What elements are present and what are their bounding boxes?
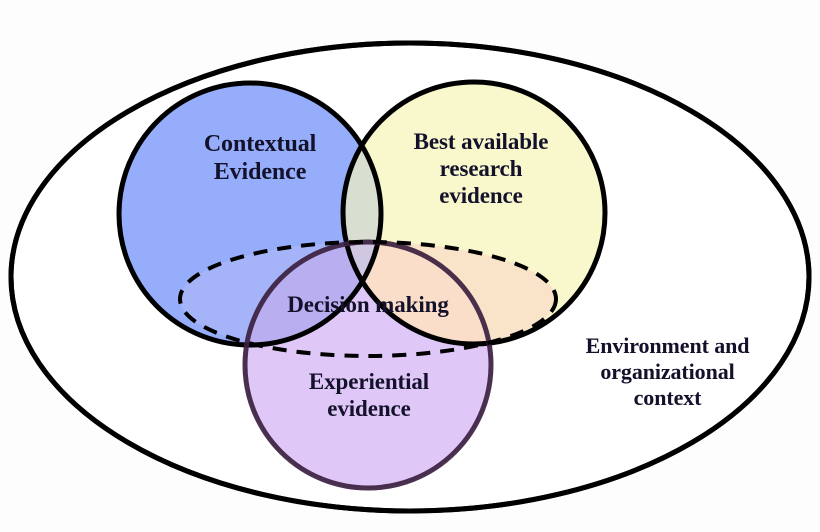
research-evidence-circle-outline — [340, 79, 608, 347]
outer-ellipse-outline — [8, 40, 812, 514]
experiential-evidence-circle-outline — [242, 239, 494, 491]
decision-making-dashed-ellipse — [178, 240, 558, 358]
